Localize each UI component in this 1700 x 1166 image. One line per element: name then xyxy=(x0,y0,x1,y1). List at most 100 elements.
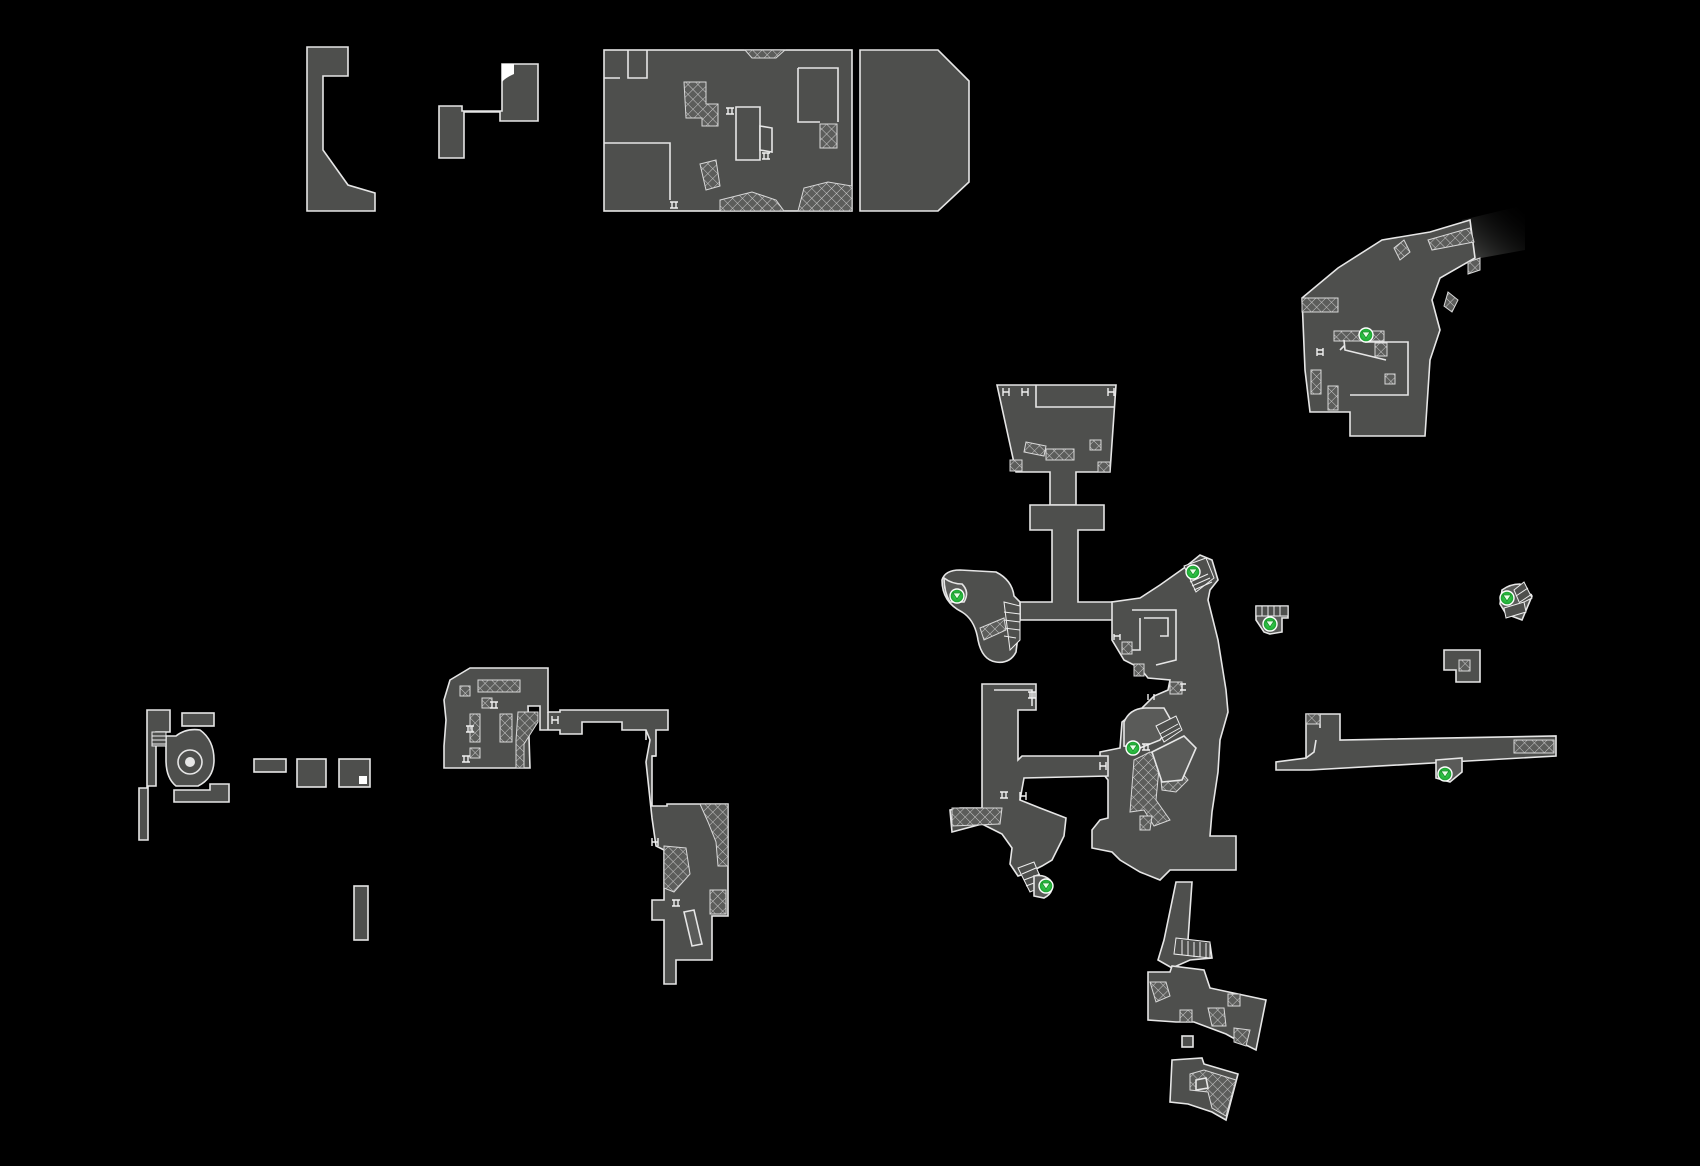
room xyxy=(1123,707,1173,749)
area-top-left xyxy=(306,46,539,212)
area-central-complex xyxy=(941,384,1267,1122)
room xyxy=(949,683,1109,877)
hatched-obstacle xyxy=(951,807,1003,827)
door-icon xyxy=(466,725,474,733)
hatched-obstacle xyxy=(1139,815,1153,831)
door-icon xyxy=(672,899,680,907)
room xyxy=(1301,218,1476,437)
door-icon xyxy=(1316,348,1324,356)
save-point-icon xyxy=(1437,766,1453,782)
room xyxy=(306,46,376,212)
save-point-icon xyxy=(1499,590,1515,606)
hatched-obstacle xyxy=(819,123,838,149)
hatched-obstacle xyxy=(1327,385,1339,411)
door-icon xyxy=(1019,792,1027,800)
door-icon xyxy=(670,201,678,209)
door-icon xyxy=(462,755,470,763)
room xyxy=(683,909,703,947)
hatched-obstacle xyxy=(469,747,481,759)
room xyxy=(1195,1077,1209,1091)
hatched-obstacle xyxy=(459,685,471,697)
door-icon xyxy=(1099,762,1107,770)
stairs-icon xyxy=(1173,937,1211,959)
door-icon xyxy=(1021,388,1029,396)
interior-wall xyxy=(604,50,839,200)
hatched-obstacle xyxy=(699,803,729,867)
door-icon xyxy=(490,701,498,709)
door-icon xyxy=(1107,388,1115,396)
hatched-obstacle xyxy=(709,889,727,915)
hatched-obstacle xyxy=(663,845,691,893)
hatched-obstacle xyxy=(1305,713,1321,725)
hatched-obstacle xyxy=(469,713,481,743)
hatched-obstacle xyxy=(1301,297,1339,313)
interior-wall xyxy=(1339,339,1409,396)
door-icon xyxy=(1180,683,1186,691)
interior-wall xyxy=(1035,385,1114,408)
area-east xyxy=(1255,581,1557,783)
hatched-obstacle xyxy=(481,697,493,709)
room xyxy=(173,783,230,803)
hatched-obstacle xyxy=(1121,641,1133,655)
stairs-icon xyxy=(1503,581,1533,619)
door-icon xyxy=(1000,791,1008,799)
room xyxy=(438,63,539,159)
room xyxy=(253,758,287,773)
door-icon xyxy=(651,838,659,846)
save-point-icon xyxy=(1033,874,1054,899)
room xyxy=(296,758,327,788)
hatched-obstacle xyxy=(1009,459,1023,472)
hatched-obstacle xyxy=(1458,659,1471,672)
hatched-obstacle xyxy=(1427,227,1475,251)
room xyxy=(1151,735,1197,783)
save-point-icon xyxy=(1358,327,1374,343)
door-icon xyxy=(1002,388,1010,396)
stairs-icon xyxy=(151,731,167,747)
hatched-obstacle xyxy=(1179,1009,1193,1023)
hatched-obstacle xyxy=(979,617,1007,641)
room xyxy=(353,885,369,941)
room xyxy=(443,667,729,985)
hatched-obstacle xyxy=(719,191,785,212)
hatched-obstacle xyxy=(1374,342,1388,357)
stairs-icon xyxy=(1255,605,1289,617)
room xyxy=(181,712,215,727)
interior-wall xyxy=(994,689,1033,706)
hatched-obstacle xyxy=(683,81,719,127)
hatched-obstacle xyxy=(797,181,853,212)
room xyxy=(603,49,853,212)
hatched-obstacle xyxy=(1089,439,1102,451)
hatched-obstacle xyxy=(499,713,513,743)
hatched-obstacle xyxy=(1023,441,1047,457)
hatched-obstacle xyxy=(1233,1027,1251,1047)
door-icon xyxy=(1147,694,1155,700)
door-icon xyxy=(1028,691,1036,699)
door-icon xyxy=(551,716,559,724)
hatched-obstacle xyxy=(743,49,787,59)
hatched-obstacle xyxy=(1443,291,1459,313)
area-northeast-building xyxy=(1301,205,1525,437)
stairs-icon xyxy=(1003,601,1021,652)
hatched-obstacle xyxy=(1310,369,1322,395)
interior-wall xyxy=(547,712,656,757)
save-point-icon xyxy=(1185,564,1201,580)
hatched-obstacle xyxy=(1393,239,1411,261)
light-marker xyxy=(359,776,367,784)
light-marker xyxy=(502,64,514,82)
interior-wall xyxy=(1305,739,1317,759)
hatched-obstacle xyxy=(1384,373,1396,385)
room xyxy=(1181,1035,1194,1048)
pillar-core xyxy=(185,757,195,767)
area-west-complex xyxy=(443,667,729,985)
hatched-obstacle xyxy=(1467,257,1481,275)
hatched-obstacle xyxy=(699,159,721,191)
hatched-obstacle xyxy=(1133,663,1145,677)
area-far-west xyxy=(138,709,371,941)
door-icon xyxy=(1113,634,1121,640)
hatched-obstacle xyxy=(1513,739,1555,754)
area-top-warehouse xyxy=(603,49,853,212)
door-icon xyxy=(1142,743,1150,751)
door-icon xyxy=(726,107,734,115)
